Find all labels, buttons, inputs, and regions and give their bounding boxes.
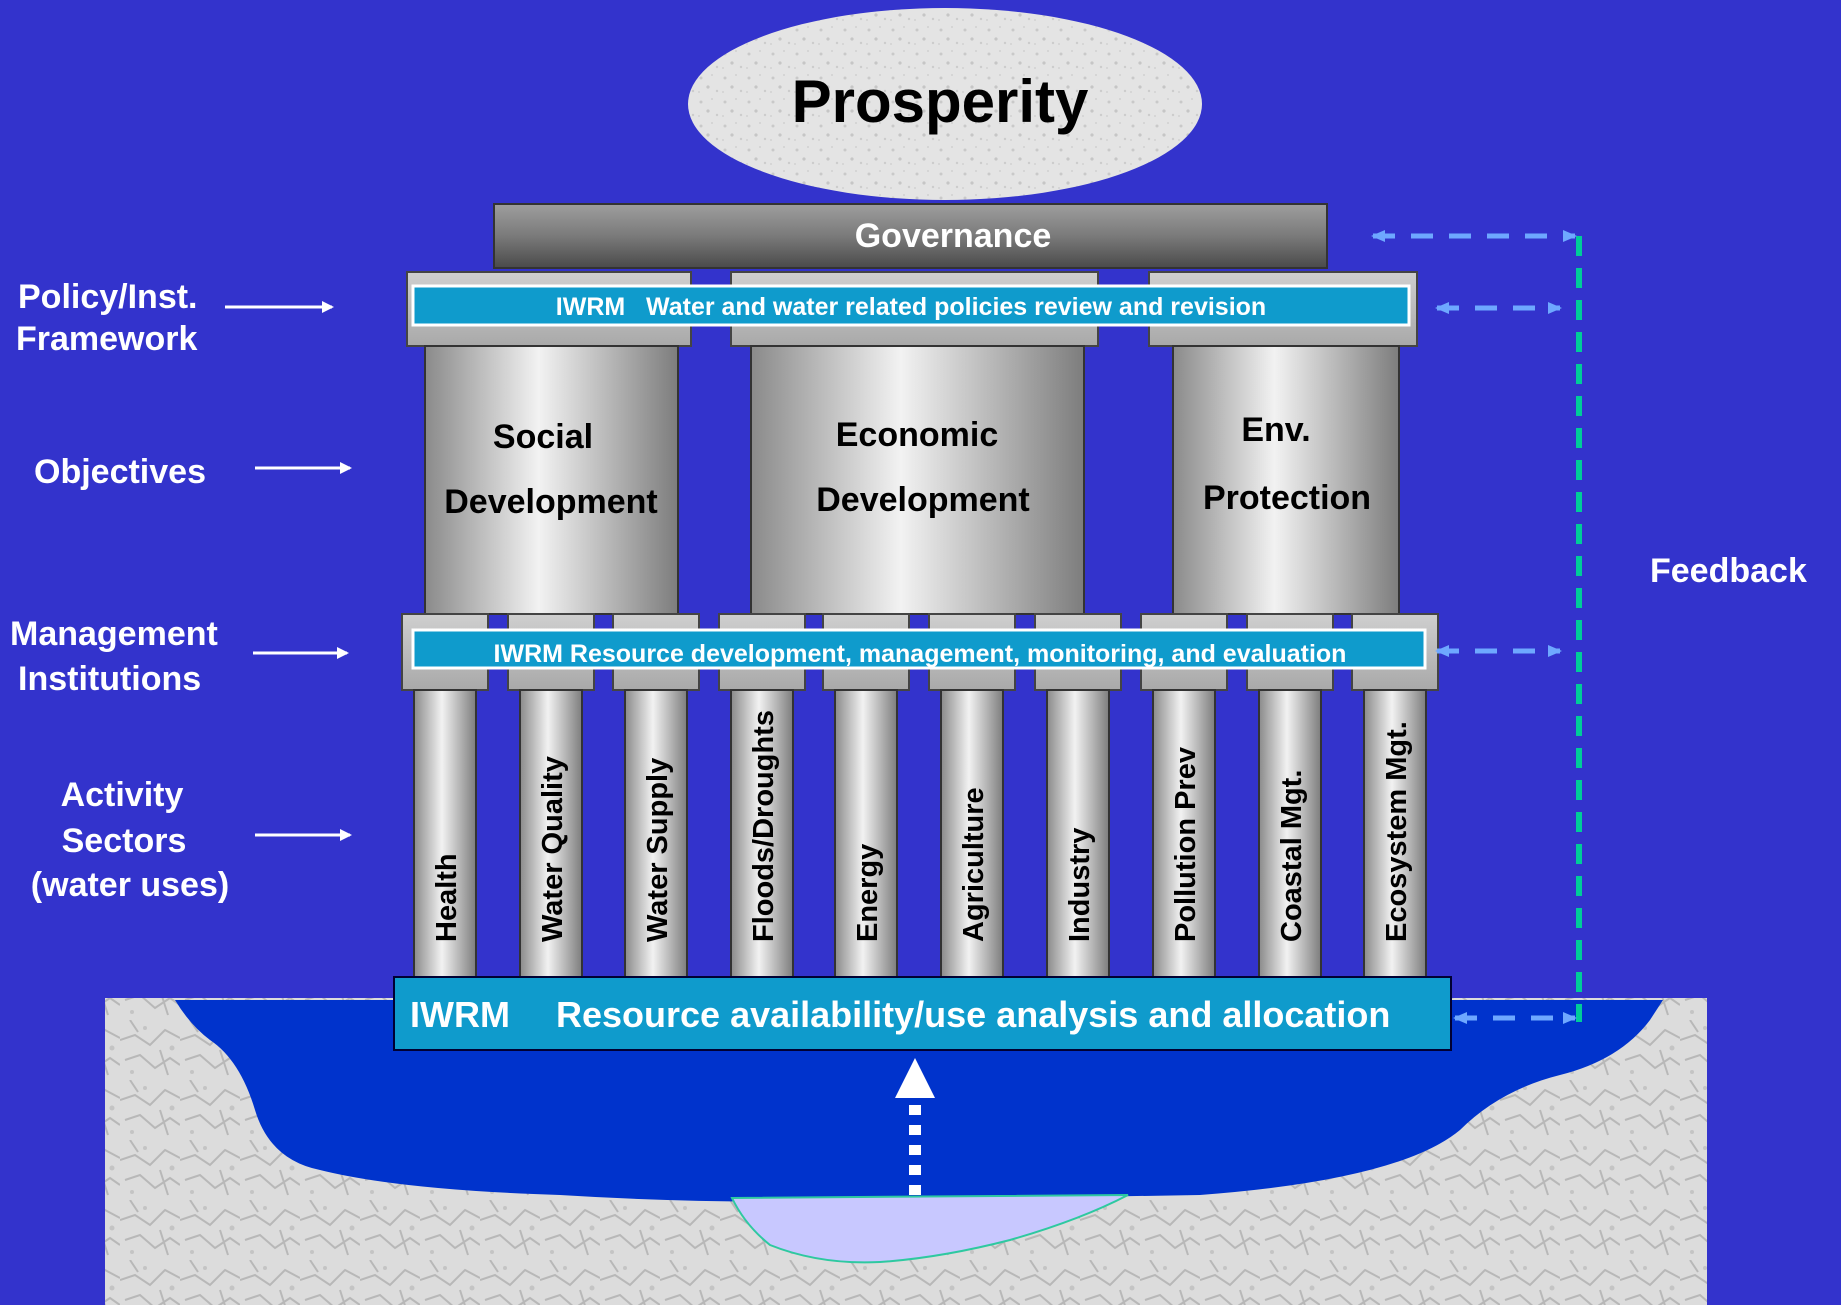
sector-label: Health xyxy=(431,853,463,942)
policy-banner xyxy=(411,284,1411,327)
activity-label-line1: Activity xyxy=(61,776,184,814)
objective-social-line1: Social xyxy=(493,418,593,456)
aquifer xyxy=(730,1194,1129,1264)
sector-column xyxy=(940,689,1004,978)
objective-column-economic xyxy=(750,345,1085,615)
sector-column xyxy=(1363,689,1427,978)
sector-label: Ecosystem Mgt. xyxy=(1381,721,1413,942)
left-labels: Policy/Inst. Framework Objectives Manage… xyxy=(10,278,352,904)
activity-label-line2: Sectors xyxy=(62,822,187,860)
objective-env-line1: Env. xyxy=(1241,411,1310,449)
objective-social-line2: Development xyxy=(444,483,658,521)
prosperity-ellipse xyxy=(688,8,1202,200)
objective-economic-line1: Economic xyxy=(836,416,998,454)
sector-column xyxy=(413,689,477,978)
sector-label: Energy xyxy=(852,844,884,942)
activity-label-line3: (water uses) xyxy=(31,866,229,904)
sector-column xyxy=(519,689,583,978)
sector-label: Industry xyxy=(1064,828,1096,942)
sector-label: Coastal Mgt. xyxy=(1276,770,1308,942)
governance-beam xyxy=(493,203,1328,269)
objective-column-environment xyxy=(1172,345,1400,615)
feedback-loop: Feedback xyxy=(1371,230,1807,1024)
feedback-label: Feedback xyxy=(1650,552,1807,590)
base-banner-text: Resource availability/use analysis and a… xyxy=(556,994,1390,1035)
policy-label-line2: Framework xyxy=(16,320,197,358)
sector-label: Floods/Droughts xyxy=(748,710,780,942)
sector-columns: Health Water Quality Water Supply Floods/Dr… xyxy=(413,689,1427,978)
governance-label: Governance xyxy=(855,217,1052,255)
sector-label: Pollution Prev xyxy=(1170,747,1202,942)
base-banner-prefix: IWRM xyxy=(410,994,510,1035)
sector-column xyxy=(624,689,688,978)
objective-columns xyxy=(424,345,1400,615)
management-banner xyxy=(411,628,1427,670)
management-label-line2: Institutions xyxy=(18,660,201,698)
objective-column-social xyxy=(424,345,679,615)
policy-label-line1: Policy/Inst. xyxy=(18,278,198,316)
sector-column xyxy=(1152,689,1216,978)
policy-banner-text: IWRM Water and water related policies re… xyxy=(556,293,1266,321)
objectives-label: Objectives xyxy=(34,453,206,491)
sector-label: Water Supply xyxy=(642,758,674,942)
sector-label: Water Quality xyxy=(537,756,569,942)
sector-label: Agriculture xyxy=(958,787,990,942)
base-banner xyxy=(393,976,1452,1051)
management-banner-text: IWRM Resource development, management, m… xyxy=(494,640,1347,668)
prosperity-label: Prosperity xyxy=(792,68,1089,135)
management-label-line1: Management xyxy=(10,615,218,653)
sector-column xyxy=(834,689,898,978)
objective-env-line2: Protection xyxy=(1203,479,1371,517)
recharge-arrow-head xyxy=(895,1058,935,1098)
sector-column xyxy=(1258,689,1322,978)
objective-economic-line2: Development xyxy=(816,481,1030,519)
